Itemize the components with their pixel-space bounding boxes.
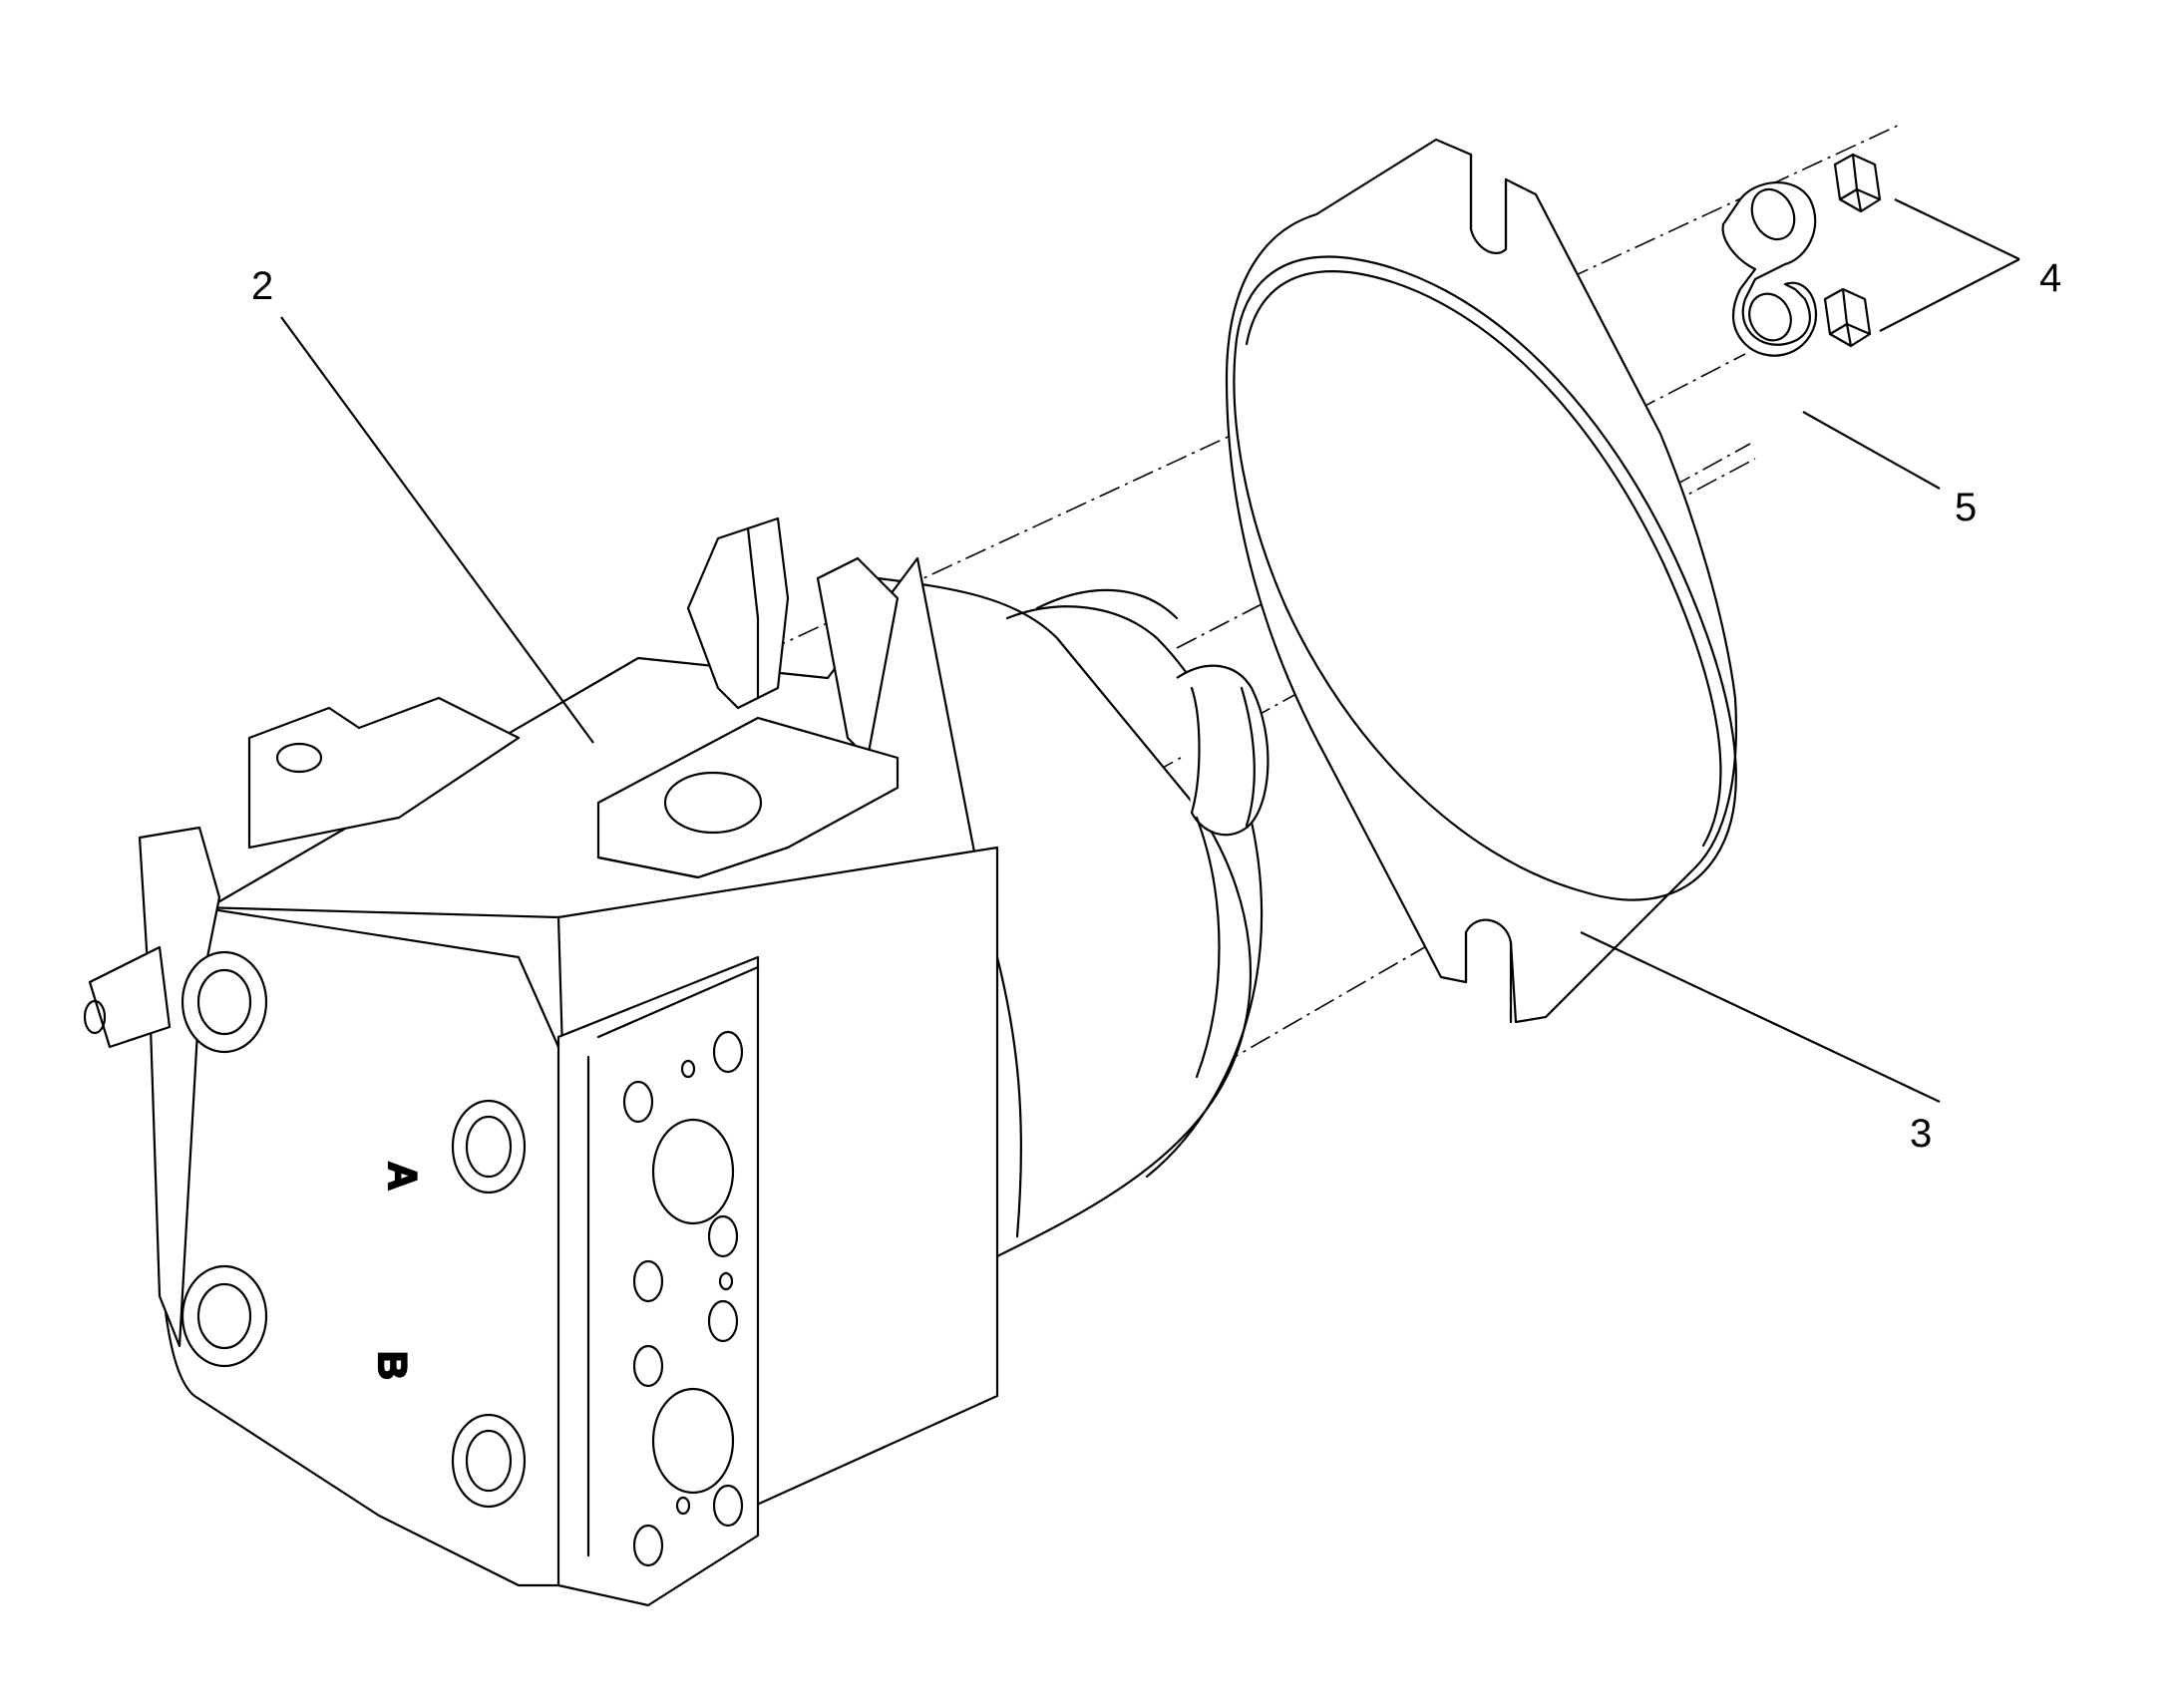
port-fittings	[181, 950, 527, 1509]
pump-motor-housing	[876, 576, 1270, 1258]
leader-lines	[280, 198, 2020, 1103]
washer-plate-part-5	[1721, 181, 1818, 357]
nut-upper-part-4	[1833, 153, 1882, 213]
port-plate-holes	[622, 1030, 744, 1567]
callout-3: 3	[1910, 1112, 1932, 1156]
callout-4: 4	[2039, 256, 2061, 300]
embossed-letter-b: B	[370, 1351, 414, 1380]
callout-5: 5	[1955, 486, 1977, 529]
abs-hydraulic-block-part-2	[83, 516, 999, 1607]
gasket-part-3	[1225, 138, 1738, 1024]
embossed-letter-a: A	[380, 1162, 424, 1191]
nut-lower-part-4	[1823, 287, 1872, 348]
callout-2: 2	[251, 264, 273, 308]
